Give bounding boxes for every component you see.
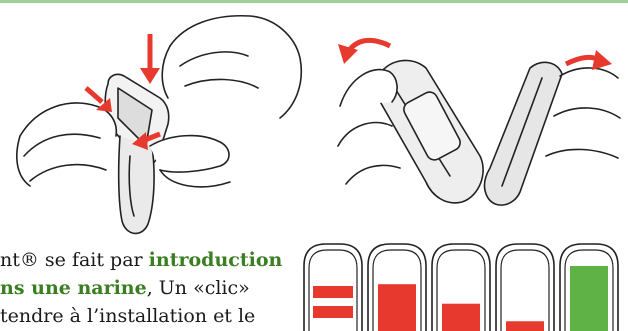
indicator-dose-bar (313, 286, 353, 298)
indicator-window-low (496, 244, 554, 331)
dose-indicator-strip (302, 238, 628, 331)
instruction-text: nt® se fait par introduction ns une nari… (0, 246, 300, 331)
indicator-fill-bar (570, 266, 608, 331)
line1-bold: introduction (149, 249, 283, 271)
indicator-window-full-green (560, 244, 618, 331)
top-border (0, 0, 628, 3)
line1-prefix: nt® se fait par (0, 249, 149, 271)
indicator-fill-bar (378, 284, 416, 331)
indicator-fill-bar (442, 304, 480, 331)
indicator-window-medium (432, 244, 490, 331)
indicator-fill-bar (506, 321, 544, 331)
text-line-1: nt® se fait par introduction (0, 246, 300, 274)
line2-rest: , Un «clic» (147, 277, 250, 299)
text-line-2: ns une narine, Un «clic» (0, 274, 300, 302)
squeeze-device-illustration (0, 6, 330, 246)
line2-bold: ns une narine (0, 277, 147, 299)
indicator-dose-bar (313, 306, 353, 318)
open-device-illustration (330, 6, 628, 234)
indicator-frame (496, 244, 554, 331)
indicator-window-high (368, 244, 426, 331)
text-line-3: tendre à l’installation et le (0, 302, 300, 330)
indicator-window-two-doses (304, 244, 362, 331)
